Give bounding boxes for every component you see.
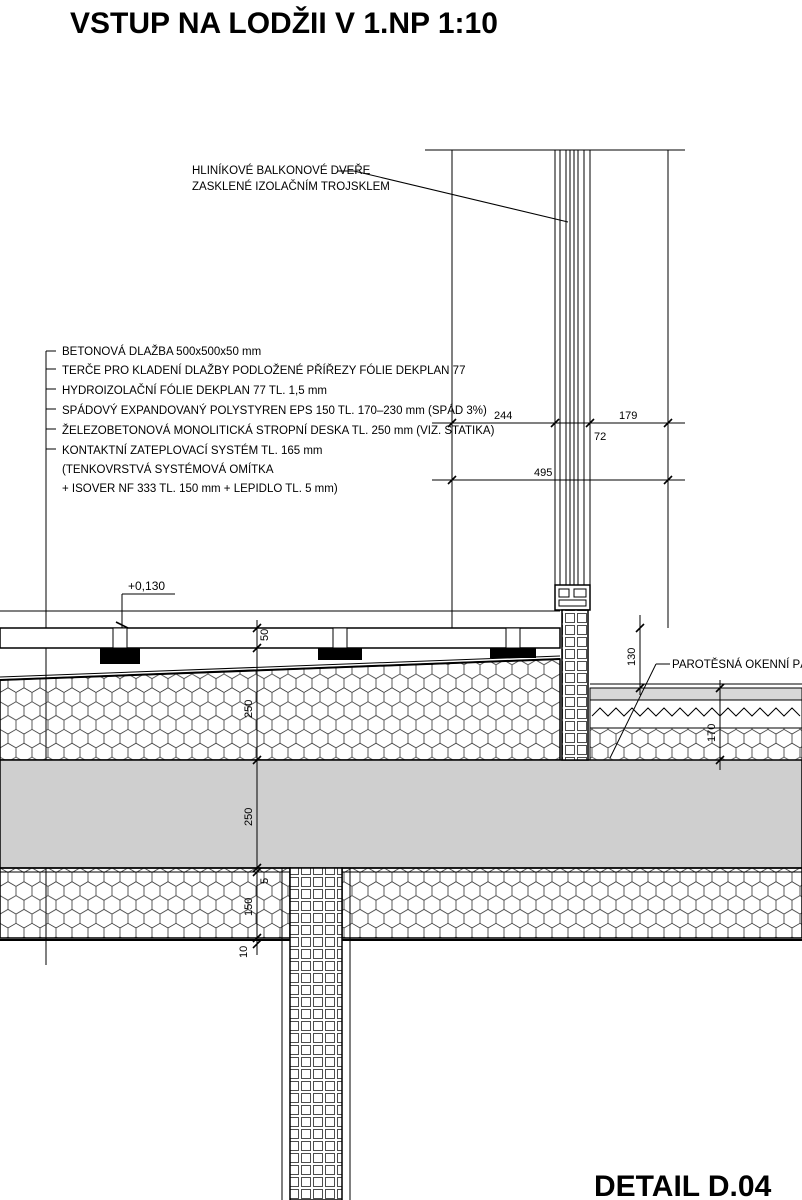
drawing-title: VSTUP NA LODŽII V 1.NP 1:10 <box>70 6 498 40</box>
dim-72: 72 <box>594 431 606 443</box>
dim-150: 150 <box>243 898 255 916</box>
level-mark: +0,130 <box>115 579 175 629</box>
layer-note-8: + ISOVER NF 333 TL. 150 mm + LEPIDLO TL.… <box>62 483 338 495</box>
concrete-paving <box>0 627 561 649</box>
dim-170: 170 <box>706 724 718 742</box>
detail-label: DETAIL D.04 <box>594 1170 772 1200</box>
concrete-slab <box>0 759 802 869</box>
dim-50: 50 <box>259 629 271 641</box>
layer-note-7: (TENKOVRSTVÁ SYSTÉMOVÁ OMÍTKA <box>62 463 274 476</box>
dim-179: 179 <box>619 410 637 422</box>
dim-250-slab: 250 <box>243 808 255 826</box>
paving-pedestals <box>100 627 536 664</box>
dim-244: 244 <box>494 410 512 422</box>
svg-text:+0,130: +0,130 <box>128 579 165 593</box>
interior-floor <box>589 683 802 761</box>
dimension-top: 244 179 72 495 <box>432 410 685 485</box>
masonry-wall-below <box>289 867 343 1200</box>
dim-495: 495 <box>534 467 552 479</box>
door-note-line-2: ZASKLENÉ IZOLAČNÍM TROJSKLEM <box>192 180 390 193</box>
threshold-masonry <box>561 609 589 761</box>
dimension-vertical: 50 250 250 5 150 10 <box>238 620 271 958</box>
balcony-door <box>554 150 591 611</box>
dim-250-eps: 250 <box>243 700 255 718</box>
dimension-vertical-right: 130 170 <box>626 615 725 770</box>
etics-insulation-right <box>341 867 802 939</box>
layer-note-3: HYDROIZOLAČNÍ FÓLIE DEKPLAN 77 TL. 1,5 m… <box>62 384 327 397</box>
door-note-line-1: HLINÍKOVÉ BALKONOVÉ DVEŘE <box>192 164 371 177</box>
layer-note-6: KONTAKTNÍ ZATEPLOVACÍ SYSTÉM TL. 165 mm <box>62 444 323 457</box>
dim-130: 130 <box>626 648 638 666</box>
tape-note: PAROTĚSNÁ OKENNÍ PÁSKA <box>672 658 802 671</box>
layer-note-1: BETONOVÁ DLAŽBA 500x500x50 mm <box>62 345 261 358</box>
layer-note-4: SPÁDOVÝ EXPANDOVANÝ POLYSTYREN EPS 150 T… <box>62 404 487 417</box>
layer-note-5: ŽELEZOBETONOVÁ MONOLITICKÁ STROPNÍ DESKA… <box>62 424 495 437</box>
dim-5: 5 <box>259 878 271 884</box>
layer-note-2: TERČE PRO KLADENÍ DLAŽBY PODLOŽENÉ PŘÍŘE… <box>62 364 465 377</box>
dim-10: 10 <box>238 946 250 958</box>
